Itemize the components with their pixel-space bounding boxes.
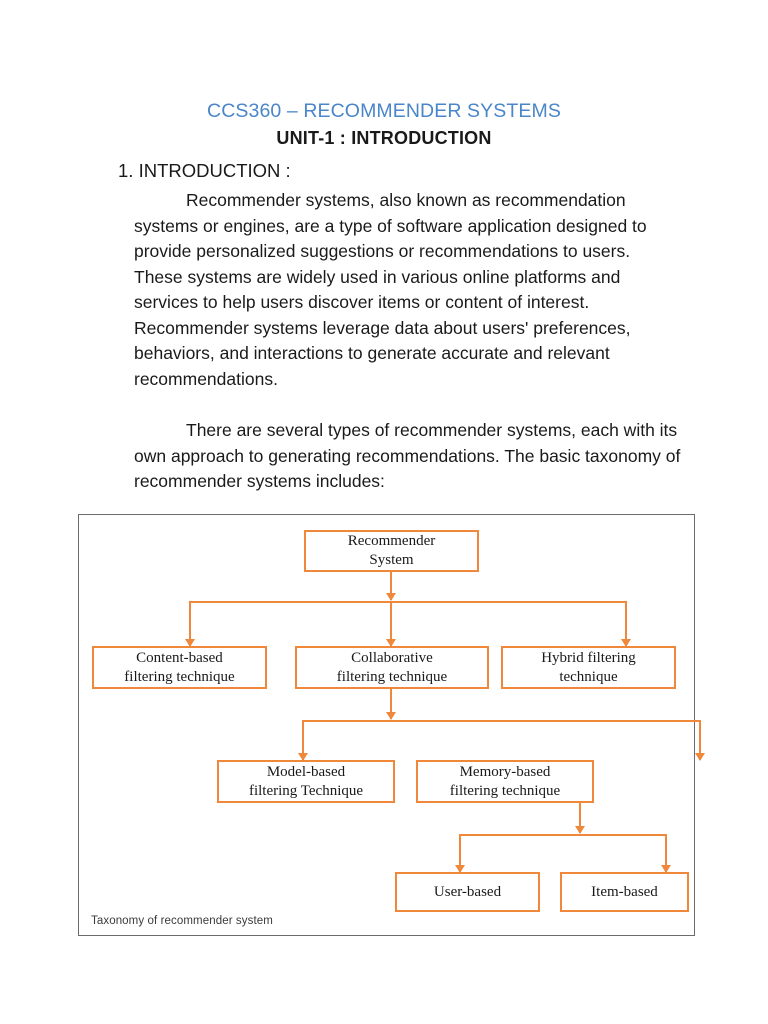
node-model-based-filtering: Model-based filtering Technique — [217, 760, 395, 803]
connector-drop-collaborative — [390, 601, 393, 646]
node-hybrid-filtering: Hybrid filtering technique — [501, 646, 676, 689]
connector-drop-memory — [699, 720, 702, 760]
connector-level2-bus — [189, 601, 628, 604]
section-heading: 1. INTRODUCTION : — [118, 160, 291, 181]
connector-memory-stub — [579, 803, 582, 833]
node-recommender-system: Recommender System — [304, 530, 479, 572]
arrow-user-based — [455, 865, 465, 873]
diagram-canvas: Recommender System Content-based filteri… — [79, 515, 705, 935]
connector-drop-item — [665, 834, 668, 872]
paragraph-2: There are several types of recommender s… — [134, 420, 681, 491]
diagram-caption: Taxonomy of recommender system — [91, 915, 273, 927]
node-collaborative-filtering: Collaborative filtering technique — [295, 646, 489, 689]
page-title: CCS360 – RECOMMENDER SYSTEMS — [207, 100, 561, 122]
arrow-root-center — [386, 593, 396, 601]
node-item-based: Item-based — [560, 872, 689, 912]
connector-drop-model — [302, 720, 305, 760]
connector-drop-hybrid — [625, 601, 628, 646]
node-memory-based-filtering: Memory-based filtering technique — [416, 760, 594, 803]
arrow-collaborative-down — [386, 712, 396, 720]
connector-level4-bus — [459, 834, 667, 837]
arrow-memory-down — [575, 826, 585, 834]
connector-root-stub — [390, 572, 393, 600]
arrow-model-based — [298, 753, 308, 761]
arrow-memory-based — [695, 753, 705, 761]
page-subtitle: UNIT-1 : INTRODUCTION — [276, 128, 492, 148]
connector-drop-content — [189, 601, 192, 646]
connector-drop-user — [459, 834, 462, 872]
node-content-based-filtering: Content-based filtering technique — [92, 646, 267, 689]
taxonomy-diagram: Recommender System Content-based filteri… — [78, 514, 705, 936]
connector-level3-bus — [302, 720, 701, 723]
connector-collaborative-stub — [390, 689, 393, 719]
node-user-based: User-based — [395, 872, 540, 912]
arrow-item-based — [661, 865, 671, 873]
arrow-collaborative — [386, 639, 396, 647]
paragraph-1: Recommender systems, also known as recom… — [134, 190, 647, 389]
arrow-content-based — [185, 639, 195, 647]
arrow-hybrid — [621, 639, 631, 647]
